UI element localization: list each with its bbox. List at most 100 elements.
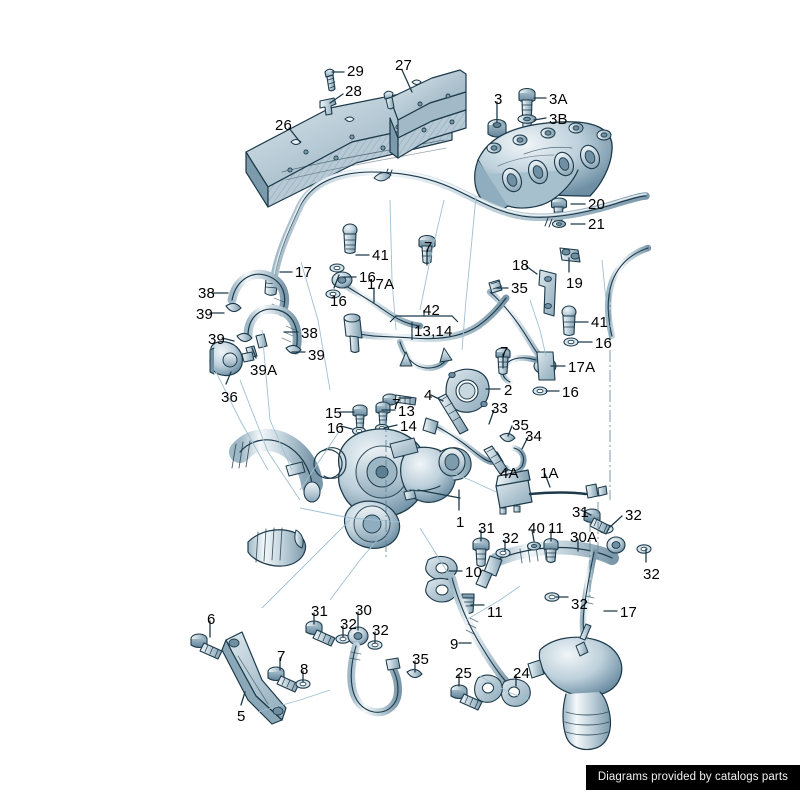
part-4A-stud: [483, 445, 509, 475]
part-inlet-elbow: [229, 428, 323, 503]
leader-32: [609, 515, 623, 528]
callout-6: 6: [207, 611, 216, 628]
part-17A-line-left: [331, 271, 424, 330]
part-line-right-upper: [605, 244, 652, 340]
part-11-bolt-a: [543, 537, 559, 564]
callout-39: 39: [208, 331, 226, 348]
part-16-seal-d: [532, 386, 548, 396]
callout-13-14: 13,14: [414, 323, 453, 340]
part-31-bolt-c: [305, 620, 336, 647]
callout-38: 38: [301, 325, 319, 342]
part-35-clip-a: [488, 279, 503, 294]
part-41-banjo-bolt-a: [342, 223, 358, 255]
watermark-banner: Diagrams provided by catalogs parts: [585, 765, 800, 790]
leader-36: [225, 371, 232, 385]
callout-34: 34: [525, 428, 543, 445]
leader-1A: [544, 473, 551, 488]
part-6-bolt: [190, 633, 223, 660]
part-39-clamp-b: [236, 332, 253, 343]
callout-14: 14: [400, 418, 418, 435]
part-27-screw-small: [383, 90, 395, 110]
part-31-bolt-a: [583, 508, 611, 535]
leader-26: [288, 127, 301, 143]
callout-16: 16: [562, 384, 580, 401]
part-32-seal-d: [495, 548, 511, 558]
callout-35: 35: [511, 280, 529, 297]
callout-27: 27: [395, 57, 413, 74]
callout-28: 28: [345, 83, 363, 100]
callout-32: 32: [340, 616, 358, 633]
callout-41: 41: [372, 247, 390, 264]
leader-28: [329, 93, 344, 104]
part-11-bolt-b: [461, 593, 475, 615]
part-30-oil-line: [347, 626, 402, 717]
callout-17A: 17A: [367, 276, 395, 293]
callout-32: 32: [625, 507, 643, 524]
part-intake-sleeve: [247, 527, 307, 567]
part-39-clamp-a: [225, 302, 242, 313]
part-16-seal-a: [329, 263, 345, 273]
callout-7: 7: [277, 648, 286, 665]
part-41-banjo-bolt-b: [561, 305, 577, 337]
callout-7: 7: [500, 344, 509, 361]
part-42-rail-assembly: [343, 294, 510, 371]
part-16-seal-c: [563, 337, 579, 347]
callout-3A: 3A: [549, 91, 568, 108]
callout-39: 39: [308, 347, 326, 364]
callout-17A: 17A: [568, 359, 596, 376]
callout-31: 31: [478, 520, 496, 537]
part-24-gasket: [500, 678, 531, 707]
part-1-turbocharger: [338, 428, 472, 549]
leader-33: [488, 409, 495, 425]
part-9-oil-pipe: [448, 574, 514, 690]
part-25-bolt: [450, 684, 483, 711]
part-21-washer: [551, 220, 567, 228]
callout-21: 21: [588, 216, 606, 233]
part-31-bolt-b: [472, 537, 490, 568]
callout-32: 32: [571, 596, 589, 613]
callout-18: 18: [512, 257, 530, 274]
callout-13: 13: [398, 403, 416, 420]
watermark-text: Diagrams provided by catalogs parts: [597, 771, 788, 783]
callout-9: 9: [450, 636, 459, 653]
callout-7: 7: [424, 239, 433, 256]
leader-5: [240, 691, 246, 706]
callout-26: 26: [275, 117, 293, 134]
callout-19: 19: [566, 275, 584, 292]
part-16-seal-b: [325, 289, 341, 299]
part-19-clamp-block: [559, 247, 581, 263]
callout-15: 15: [325, 405, 343, 422]
part-18-bracket: [538, 269, 557, 317]
leader-4A: [496, 451, 504, 463]
callout-32: 32: [643, 566, 661, 583]
callout-42: 42: [423, 302, 441, 319]
callout-30: 30: [355, 602, 373, 619]
part-29-screw: [324, 68, 336, 92]
callout-35: 35: [512, 417, 530, 434]
callout-11: 11: [487, 604, 503, 621]
callout-17: 17: [295, 264, 313, 281]
part-36-valve: [209, 341, 255, 377]
callout-35: 35: [412, 651, 430, 668]
callout-29: 29: [347, 63, 365, 80]
leader-16: [333, 274, 340, 289]
callout-32: 32: [502, 530, 520, 547]
callout-39A: 39A: [250, 362, 278, 379]
callout-30A: 30A: [570, 529, 598, 546]
part-35-clip-b: [499, 432, 516, 443]
part-10-gasket-a: [425, 555, 458, 581]
callout-11: 11: [548, 520, 564, 537]
callout-25: 25: [455, 665, 473, 682]
part-3-nut: [487, 118, 507, 138]
part-40-washer: [526, 541, 542, 551]
part-27-upper-shield: [389, 69, 467, 159]
part-3B-washer: [517, 114, 537, 124]
callout-5: 5: [237, 708, 246, 725]
part-33-pipe: [422, 417, 495, 465]
callout-41: 41: [591, 314, 609, 331]
part-34-elbow: [503, 445, 527, 474]
callout-3: 3: [494, 91, 503, 108]
